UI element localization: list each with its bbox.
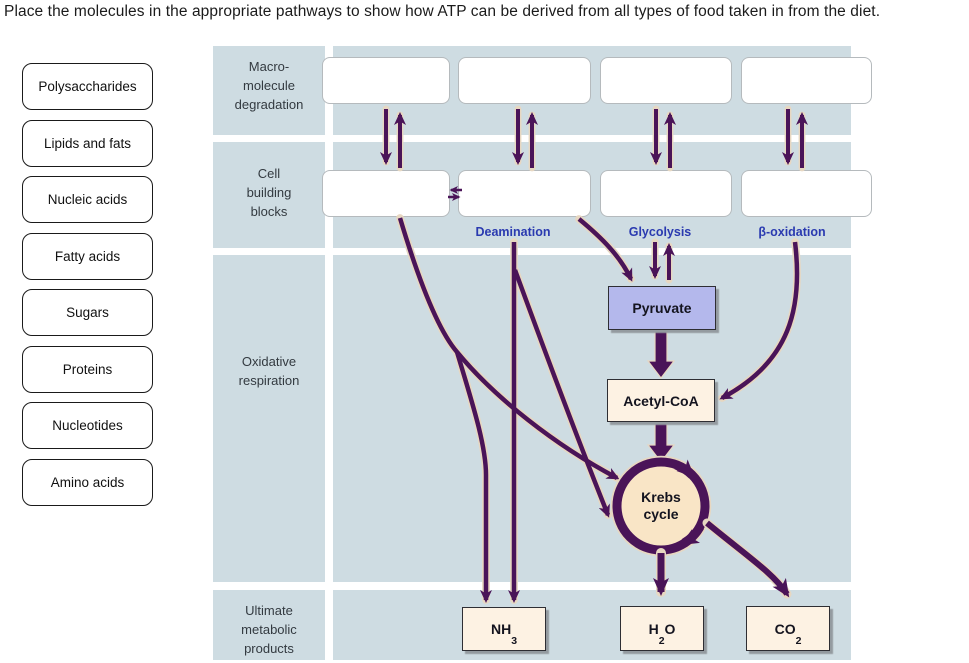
chip-polysaccharides[interactable]: Polysaccharides <box>22 63 153 110</box>
divider-row-3 <box>213 582 851 590</box>
dropzone-macromolecule-2[interactable] <box>458 57 591 104</box>
dropzone-building-block-2[interactable] <box>458 170 591 217</box>
node-acetyl-coa: Acetyl-CoA <box>607 379 715 422</box>
label-glycolysis: Glycolysis <box>628 225 692 239</box>
chip-amino-acids[interactable]: Amino acids <box>22 459 153 506</box>
dropzone-macromolecule-4[interactable] <box>741 57 872 104</box>
chip-lipids-and-fats[interactable]: Lipids and fats <box>22 120 153 167</box>
dropzone-macromolecule-3[interactable] <box>600 57 732 104</box>
instruction-text: Place the molecules in the appropriate p… <box>4 3 881 20</box>
row-label-macromolecule-degradation: Macro- molecule degradation <box>234 59 304 112</box>
divider-row-1 <box>213 135 851 142</box>
dropzone-building-block-4[interactable] <box>741 170 872 217</box>
dropzone-building-block-1[interactable] <box>322 170 450 217</box>
chip-sugars[interactable]: Sugars <box>22 289 153 336</box>
dropzone-building-block-3[interactable] <box>600 170 732 217</box>
dropzone-macromolecule-1[interactable] <box>322 57 450 104</box>
chip-proteins[interactable]: Proteins <box>22 346 153 393</box>
chip-nucleic-acids[interactable]: Nucleic acids <box>22 176 153 223</box>
label-beta-oxidation: β-oxidation <box>758 225 826 239</box>
divider-row-2 <box>213 248 851 255</box>
chip-nucleotides[interactable]: Nucleotides <box>22 402 153 449</box>
row-label-ultimate-metabolic-products: Ultimate metabolic products <box>241 603 297 656</box>
label-deamination: Deamination <box>475 225 551 239</box>
node-pyruvate: Pyruvate <box>608 286 716 330</box>
divider-vertical <box>325 46 333 660</box>
row-label-oxidative-respiration: Oxidative respiration <box>238 354 300 388</box>
node-krebs-cycle: Krebs cycle <box>641 489 681 522</box>
row-label-cell-building-blocks: Cell building blocks <box>246 166 292 219</box>
chip-fatty-acids[interactable]: Fatty acids <box>22 233 153 280</box>
